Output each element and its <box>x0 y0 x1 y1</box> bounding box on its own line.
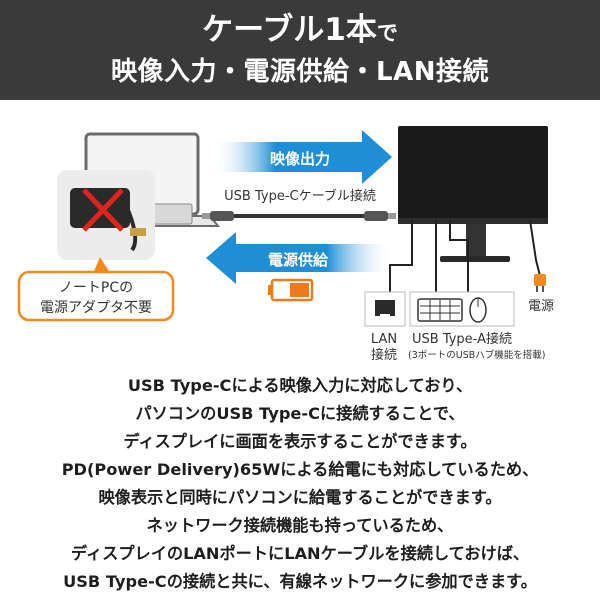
description-line: ネットワーク接続機能も持っているため、 <box>146 516 454 535</box>
header-subtitle: 映像入力・電源供給・LAN接続 <box>111 57 489 87</box>
no-adapter-callout: ノートPCの 電源アダプタ不要 <box>17 257 175 322</box>
power-label: 電源 <box>528 299 554 314</box>
usb-peripherals-icon <box>409 291 515 327</box>
description-line: 映像表示と同時にパソコンに給電することができます。 <box>98 488 502 507</box>
callout-line-2: 電源アダプタ不要 <box>40 300 152 316</box>
description-line: USB Type-Cの接続と共に、有線ネットワークに参加できます。 <box>63 572 537 591</box>
description-line: パソコンのUSB Type-Cに接続することで、 <box>135 404 465 423</box>
usb-note: (3ポートのUSBハブ機能を搭載) <box>408 349 545 361</box>
power-supply-label: 電源供給 <box>268 251 329 269</box>
description-line: PD(Power Delivery)65Wによる給電にも対応しているため、 <box>61 460 539 479</box>
cable-label: USB Type-Cケーブル接続 <box>224 188 376 204</box>
connection-diagram: ノートPCの 電源アダプタ不要 <box>0 100 600 370</box>
description-line: ディスプレイに画面を表示することができます。 <box>123 432 477 451</box>
lan-label-line-1: LAN <box>371 332 397 347</box>
usb-c-cable-icon <box>202 211 396 221</box>
lan-port-icon <box>364 291 406 327</box>
lan-label-line-2: 接続 <box>371 347 397 363</box>
battery-icon <box>268 278 314 302</box>
header-title: ケーブル1本で <box>0 10 600 53</box>
header-title-main: ケーブル1本 <box>202 12 377 48</box>
description-line: ディスプレイのLANポートにLANケーブルを接続しておけば、 <box>70 544 530 563</box>
ac-adapter-icon <box>57 170 155 260</box>
description-text: USB Type-Cによる映像入力に対応しており、 パソコンのUSB Type-… <box>0 372 600 596</box>
power-supply-arrow: 電源供給 <box>206 232 392 284</box>
monitor-icon <box>398 126 548 262</box>
description-line: USB Type-Cによる映像入力に対応しており、 <box>127 376 473 395</box>
header-banner: ケーブル1本で 映像入力・電源供給・LAN接続 <box>0 0 600 100</box>
usb-label: USB Type-A接続 <box>412 331 512 347</box>
video-output-label: 映像出力 <box>270 150 330 168</box>
power-plug-icon <box>534 274 546 292</box>
monitor-cables <box>389 219 541 292</box>
callout-line-1: ノートPCの <box>59 280 133 296</box>
video-output-arrow: 映像出力 <box>212 130 392 184</box>
header-title-suffix: で <box>376 21 398 45</box>
